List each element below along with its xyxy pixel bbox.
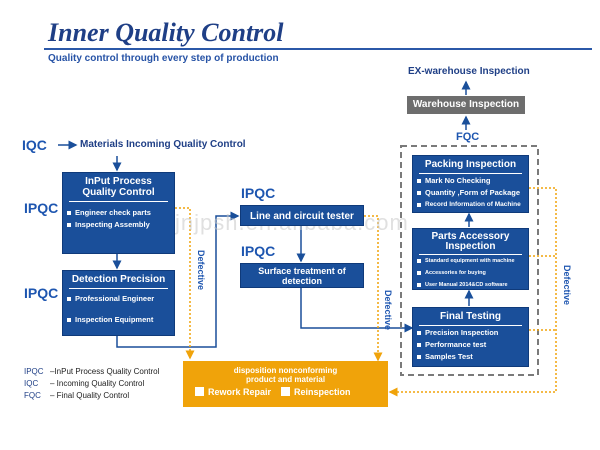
divider xyxy=(69,288,168,289)
rework-repair-option: Rework Repair xyxy=(195,387,271,397)
divider xyxy=(419,254,522,255)
packing-item: Mark No Checking xyxy=(413,175,528,187)
legend-text: – Incoming Quality Control xyxy=(50,379,145,388)
disposition-title-1: disposition nonconforming xyxy=(233,366,338,375)
defective-right-line xyxy=(388,187,557,397)
parts-title-2: Inspection xyxy=(445,241,496,252)
divider xyxy=(419,325,522,326)
legend-abbr: FQC xyxy=(24,391,41,400)
input-process-item: Engineer check parts xyxy=(63,207,174,219)
ipqc-mid-label-1: IPQC xyxy=(241,185,276,201)
defective-label-left: Defective xyxy=(196,250,206,291)
checkbox-square-icon xyxy=(195,387,204,396)
input-process-title-1: InPut Process xyxy=(85,176,152,187)
divider xyxy=(69,201,168,202)
parts-item: User Manual 2014&CD software xyxy=(413,279,528,291)
reinspection-option: Reinspection xyxy=(281,387,351,397)
line-tester-title: Line and circuit tester xyxy=(250,211,354,222)
legend-abbr: IQC xyxy=(24,379,39,388)
divider xyxy=(419,173,522,174)
final-title: Final Testing xyxy=(440,311,501,322)
warehouse-inspection-box: Warehouse Inspection xyxy=(407,96,525,114)
ipqc-mid-label-2: IPQC xyxy=(241,243,276,259)
rework-repair-label: Rework Repair xyxy=(208,387,272,397)
defective-label-middle: Defective xyxy=(383,290,393,331)
detection-precision-title: Detection Precision xyxy=(71,274,166,285)
detection-to-line-tester-path xyxy=(116,211,240,348)
legend-ipqc: IPQC –InPut Process Quality Control xyxy=(24,367,159,376)
iqc-label: IQC xyxy=(22,137,47,153)
checkbox-square-icon xyxy=(281,387,290,396)
final-testing-box: Final Testing Precision Inspection Perfo… xyxy=(412,307,529,367)
final-item: Performance test xyxy=(413,339,528,351)
input-process-title-2: Quality Control xyxy=(82,187,155,198)
ipqc-left-label-1: IPQC xyxy=(24,200,59,216)
input-process-item: Inspecting Assembly xyxy=(63,219,174,231)
legend-iqc: IQC – Incoming Quality Control xyxy=(24,379,144,388)
legend-text: –InPut Process Quality Control xyxy=(50,367,160,376)
page-title: Inner Quality Control xyxy=(48,18,284,47)
input-process-box: InPut Process Quality Control Engineer c… xyxy=(62,172,175,254)
ipqc-left-label-2: IPQC xyxy=(24,285,59,301)
legend-abbr: IPQC xyxy=(24,367,44,376)
materials-incoming-label: Materials Incoming Quality Control xyxy=(80,139,246,150)
defective-label-right: Defective xyxy=(562,265,572,306)
surface-title-1: Surface treatment of xyxy=(258,266,346,276)
disposition-title-2: product and material xyxy=(245,375,326,384)
packing-item: Record Information of Machine xyxy=(413,199,528,211)
surface-treatment-box: Surface treatment of detection xyxy=(240,263,364,288)
legend-text: – Final Quality Control xyxy=(50,391,130,400)
final-item: Precision Inspection xyxy=(413,327,528,339)
ex-warehouse-label: EX-warehouse Inspection xyxy=(408,66,530,77)
fqc-label: FQC xyxy=(456,131,480,143)
reinspection-label: Reinspection xyxy=(294,387,351,397)
page-subtitle: Quality control through every step of pr… xyxy=(48,53,279,64)
legend-fqc: FQC – Final Quality Control xyxy=(24,391,129,400)
surface-title-2: detection xyxy=(281,276,322,286)
final-item: Samples Test xyxy=(413,351,528,363)
parts-accessory-box: Parts Accessory Inspection Standard equi… xyxy=(412,228,529,290)
parts-item: Accessories for buying xyxy=(413,267,528,279)
title-divider xyxy=(44,48,592,50)
detection-item: Inspection Equipment xyxy=(63,314,174,326)
final-stage-frame xyxy=(400,145,539,376)
disposition-box: disposition nonconforming product and ma… xyxy=(183,361,388,407)
detection-item: Professional Engineer xyxy=(63,293,174,305)
defective-middle-line xyxy=(364,215,383,362)
packing-inspection-box: Packing Inspection Mark No Checking Quan… xyxy=(412,155,529,213)
detection-precision-box: Detection Precision Professional Enginee… xyxy=(62,270,175,336)
packing-item: Quantity ,Form of Package xyxy=(413,187,528,199)
line-circuit-tester-box: Line and circuit tester xyxy=(240,205,364,226)
surface-to-final-path xyxy=(300,288,414,333)
parts-item: Standard equipment with machine xyxy=(413,255,528,267)
defective-left-line xyxy=(175,207,195,360)
packing-title: Packing Inspection xyxy=(424,159,517,170)
parts-title-1: Parts Accessory xyxy=(431,231,510,242)
